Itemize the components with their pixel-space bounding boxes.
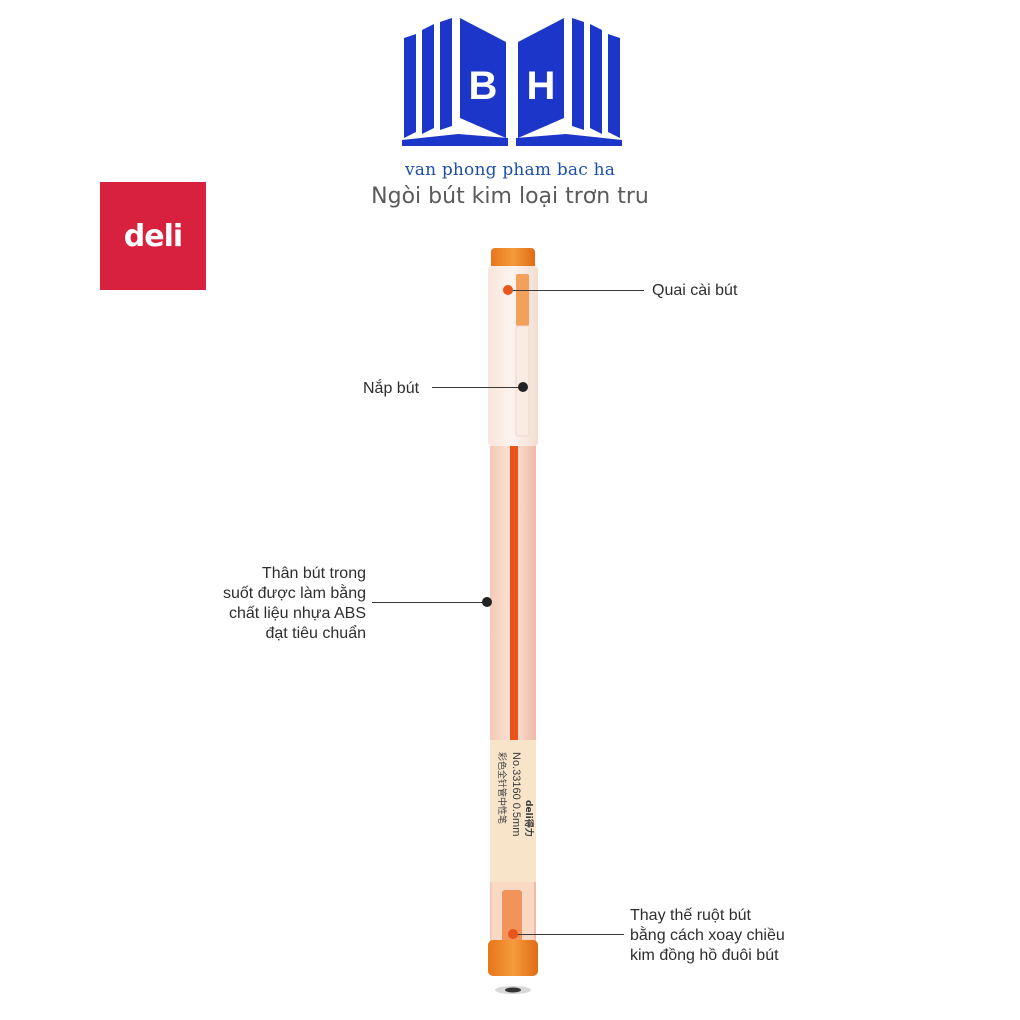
cap-top xyxy=(491,248,535,270)
callout-body-dot xyxy=(482,597,492,607)
callout-clip-dot xyxy=(503,285,513,295)
callout-cap-line xyxy=(432,387,520,388)
callout-refill-line-3: kim đồng hồ đuôi bút xyxy=(630,947,779,964)
callout-refill-line-2: bằng cách xoay chiều xyxy=(630,927,785,944)
logo-letter-h: H xyxy=(527,64,556,108)
callout-refill-line-1: Thay thế ruột bút xyxy=(630,907,751,924)
pen-label-brand: deli得力 xyxy=(523,800,535,837)
callout-body-line-4: đạt tiêu chuẩn xyxy=(265,625,366,642)
pen-clip xyxy=(516,274,529,326)
callout-refill-label: Thay thế ruột bút bằng cách xoay chiều k… xyxy=(630,906,785,966)
callout-refill-line xyxy=(516,934,624,935)
callout-body-line-3: chất liệu nhựa ABS xyxy=(228,605,366,622)
callout-clip-line xyxy=(512,290,644,291)
pen-end-cap xyxy=(488,940,538,976)
pen-label xyxy=(490,740,536,882)
callout-body-label: Thân bút trong suốt được làm bằng chất l… xyxy=(196,564,366,644)
pen-label-chinese: 彩色全针管中性笔 xyxy=(496,752,508,824)
store-subtitle: van phong pham bac ha xyxy=(404,160,616,180)
pen-label-model: No.33160 0.5mm xyxy=(510,752,522,836)
deli-brand-badge: deli xyxy=(100,182,206,290)
headline: Ngòi bút kim loại trơn tru xyxy=(371,184,649,209)
ink-refill xyxy=(510,446,518,946)
callout-body-line-1: Thân bút trong xyxy=(261,565,366,582)
logo-letter-b: B xyxy=(469,64,498,108)
callout-body-line xyxy=(372,602,484,603)
callout-clip-label: Quai cài bút xyxy=(652,282,738,299)
callout-refill-dot xyxy=(508,929,518,939)
bh-store-logo: B H xyxy=(402,18,622,146)
deli-brand-text: deli xyxy=(123,218,183,254)
gel-pen-illustration: No.33160 0.5mm 彩色全针管中性笔 deli得力 xyxy=(488,248,538,994)
callout-body-line-2: suốt được làm bằng xyxy=(222,585,366,602)
pen-cap xyxy=(488,266,538,446)
callout-cap-label: Nắp bút xyxy=(363,380,420,397)
callout-cap-dot xyxy=(518,382,528,392)
